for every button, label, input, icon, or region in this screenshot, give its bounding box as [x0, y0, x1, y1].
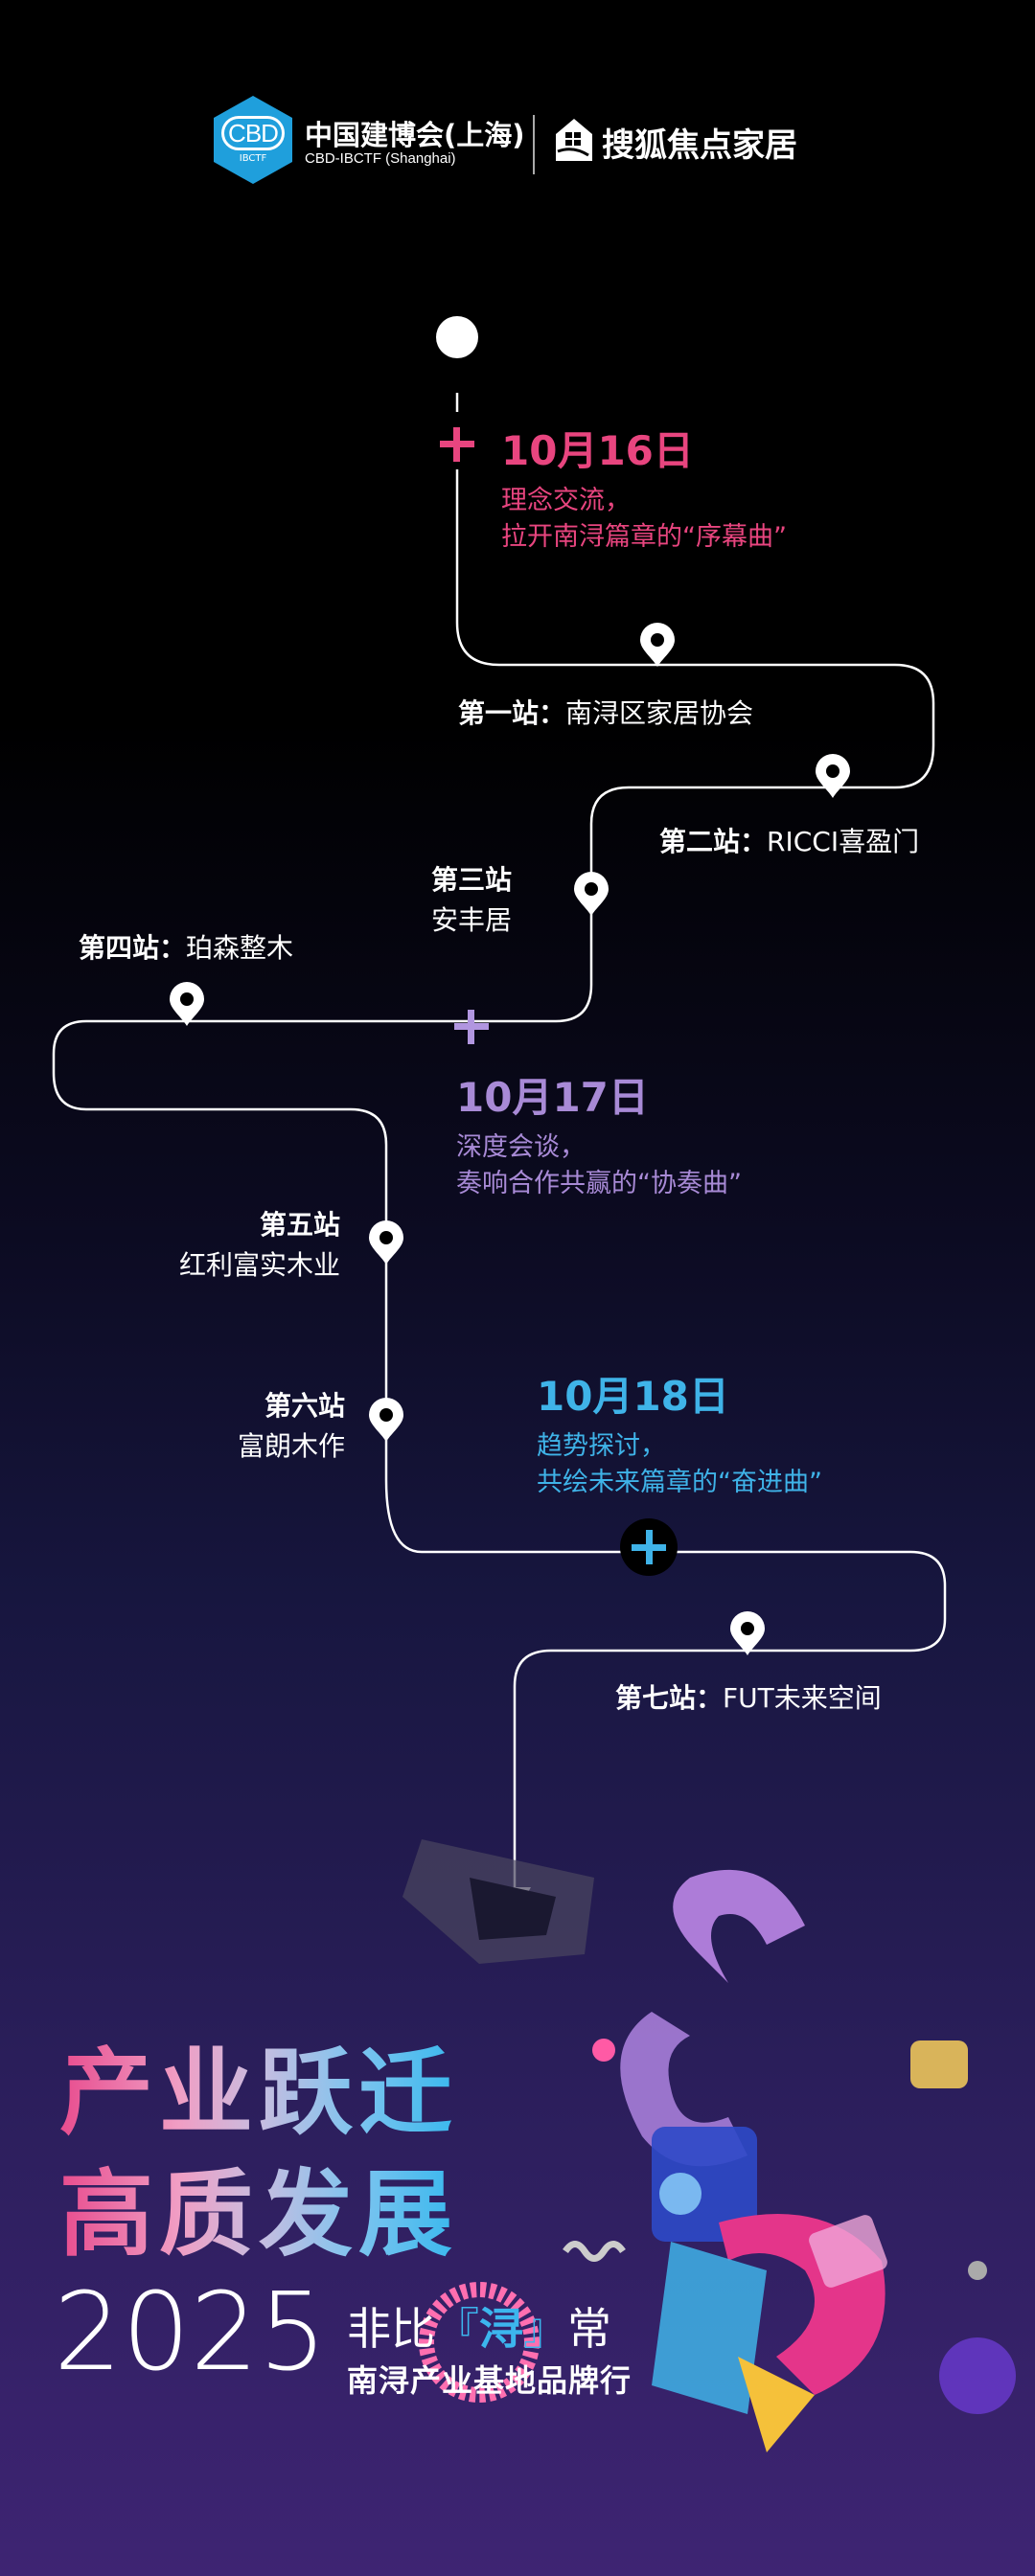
- day-desc-2: 奏响合作共赢的“协奏曲”: [456, 1169, 742, 1198]
- day-block-1: 10月16日 理念交流， 拉开南浔篇章的“序幕曲”: [501, 419, 787, 556]
- stop-label: 第四站：: [79, 932, 187, 964]
- plus-icon-day1: [440, 427, 474, 462]
- stop-4: 第四站：珀森整木: [79, 928, 293, 969]
- cbd-logo-text: CBD: [221, 116, 285, 150]
- slogan-part-b: 常: [567, 2303, 611, 2355]
- stop-6: 第六站富朗木作: [238, 1386, 345, 1467]
- day-date: 10月18日: [537, 1373, 729, 1420]
- stop-name: 安丰居: [431, 904, 513, 936]
- stop-7: 第七站：FUT未来空间: [615, 1678, 882, 1719]
- stop-name: 红利富实木业: [178, 1249, 340, 1281]
- stop-label: 第一站：: [458, 697, 566, 729]
- stop-label: 第三站: [431, 864, 513, 896]
- year: 2025: [54, 2270, 328, 2395]
- tour-name: 南浔产业基地品牌行: [347, 2362, 632, 2399]
- expo-name-cn: 中国建博会(上海): [305, 119, 525, 151]
- day-desc-2: 共绘未来篇章的“奋进曲”: [537, 1468, 822, 1497]
- plus-icon-day3: [632, 1530, 666, 1564]
- plus-icon-day2: [454, 1010, 489, 1044]
- stop-label: 第六站: [264, 1390, 345, 1422]
- slogan: 非比『浔』常: [347, 2294, 611, 2358]
- sohu-house-icon: [556, 119, 592, 161]
- start-dot: [436, 316, 478, 358]
- day-desc-2: 拉开南浔篇章的“序幕曲”: [501, 522, 787, 552]
- slogan-highlight: 浔: [479, 2303, 523, 2355]
- logo-divider: [533, 115, 535, 174]
- day-date: 10月17日: [456, 1074, 649, 1121]
- day-block-3: 10月18日 趋势探讨， 共绘未来篇章的“奋进曲”: [537, 1364, 822, 1501]
- stop-2: 第二站：RICCI喜盈门: [659, 822, 919, 862]
- day-desc-1: 趋势探讨，: [537, 1431, 666, 1461]
- stop-name: FUT未来空间: [723, 1682, 882, 1714]
- stop-label: 第五站: [259, 1209, 340, 1241]
- stop-label: 第七站：: [615, 1682, 724, 1714]
- headline-line-1: 产业跃迁: [59, 2017, 458, 2153]
- headline-line-2: 高质发展: [59, 2138, 458, 2274]
- route-line: [52, 393, 947, 1887]
- pin-icons: [170, 623, 850, 1655]
- stop-name: 南浔区家居协会: [565, 697, 754, 729]
- slogan-part-a: 非比: [347, 2303, 435, 2355]
- day-block-2: 10月17日 深度会谈， 奏响合作共赢的“协奏曲”: [456, 1065, 742, 1202]
- expo-name-en: CBD-IBCTF (Shanghai): [305, 150, 456, 167]
- cbd-logo-sub: IBCTF: [239, 153, 267, 164]
- stop-5: 第五站红利富实木业: [179, 1205, 340, 1286]
- stop-label: 第二站：: [659, 826, 768, 857]
- stop-name: 珀森整木: [186, 932, 294, 964]
- stop-3: 第三站安丰居: [431, 860, 512, 941]
- stop-name: 富朗木作: [237, 1430, 345, 1462]
- slogan-bracket-open: 『: [435, 2303, 479, 2355]
- cbd-3d-artwork: [402, 1839, 1016, 2452]
- stop-name: RICCI喜盈门: [767, 826, 920, 857]
- partner-name: 搜狐焦点家居: [602, 126, 797, 165]
- slogan-bracket-close: 』: [523, 2303, 567, 2355]
- day-desc-1: 深度会谈，: [456, 1132, 586, 1162]
- day-desc-1: 理念交流，: [501, 486, 631, 515]
- day-date: 10月16日: [501, 427, 694, 474]
- stop-1: 第一站：南浔区家居协会: [458, 694, 753, 734]
